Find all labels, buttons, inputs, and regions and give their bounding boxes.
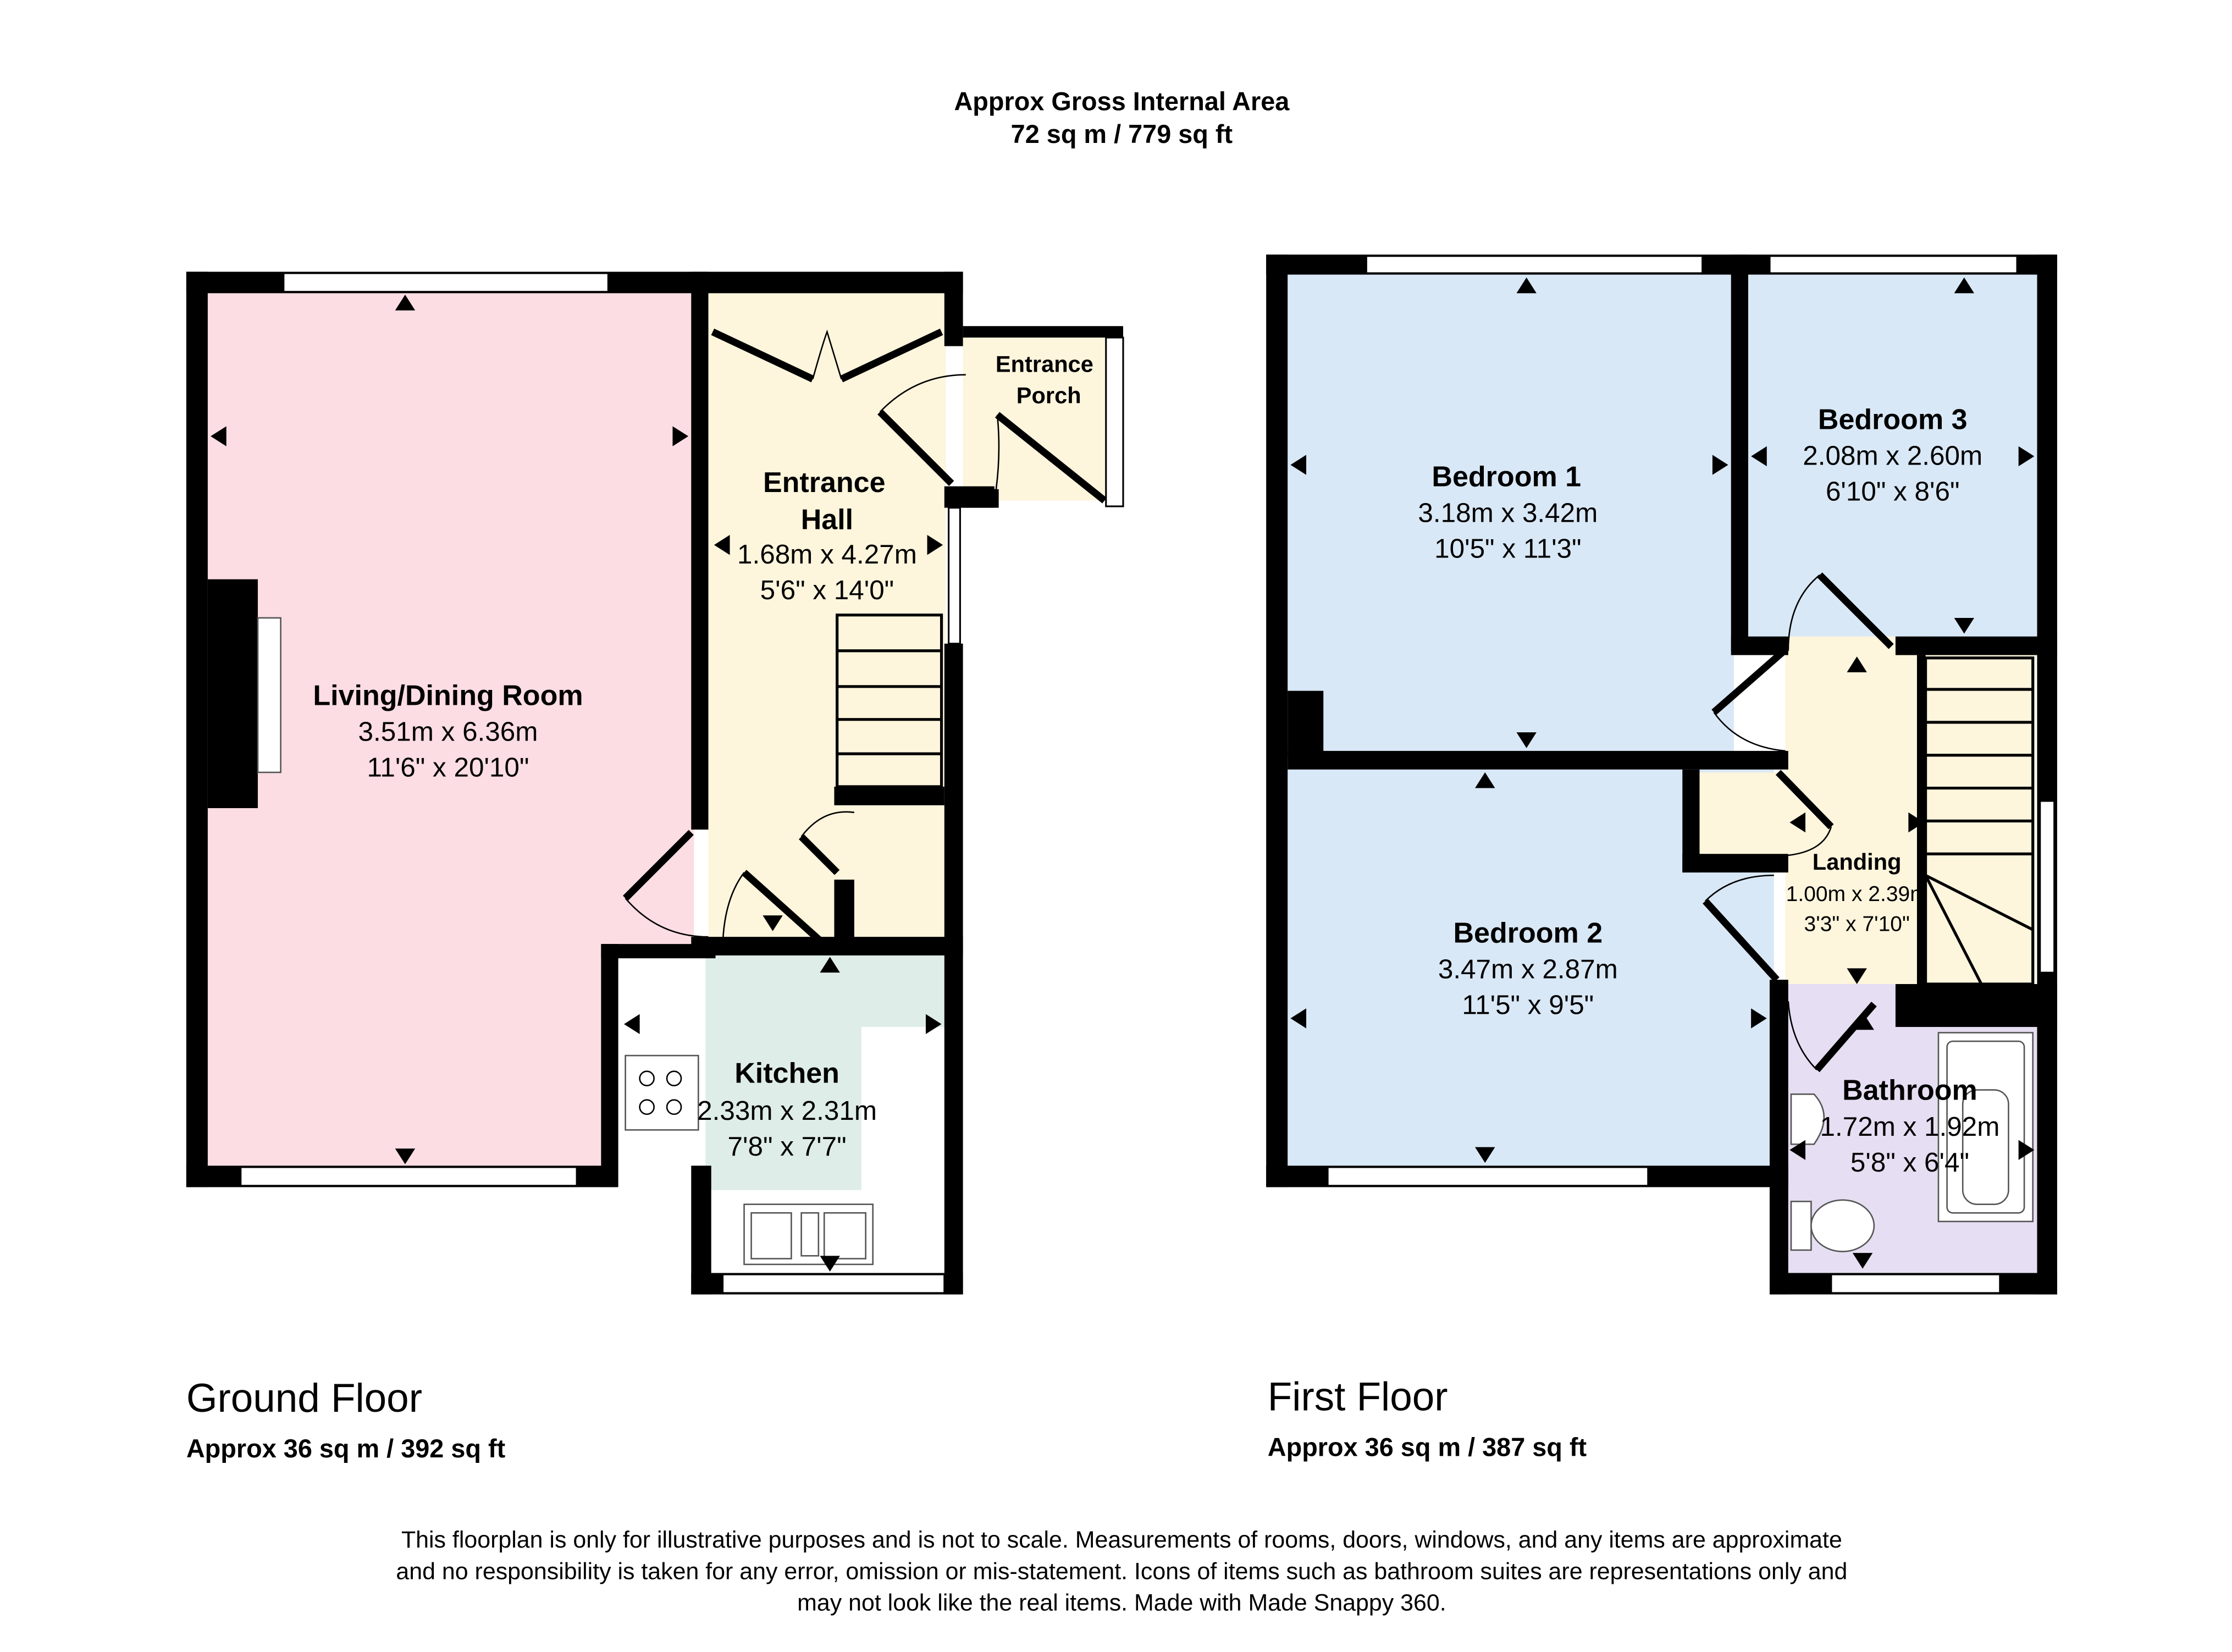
room-dims-metric: 1.00m x 2.39m bbox=[1786, 882, 1928, 906]
toilet-icon bbox=[1790, 1199, 1875, 1252]
room-dims-imperial: 3'3" x 7'10" bbox=[1804, 913, 1910, 936]
room-dims-metric: 1.68m x 4.27m bbox=[737, 539, 917, 570]
room-label-living-dining: Living/Dining Room bbox=[313, 680, 583, 712]
window bbox=[1105, 336, 1124, 507]
room-dims-imperial: 10'5" x 11'3" bbox=[1434, 534, 1581, 564]
window bbox=[240, 1166, 578, 1187]
window bbox=[721, 1273, 946, 1294]
ground-floor-plan: Living/Dining Room 3.51m x 6.36m 11'6" x… bbox=[186, 272, 1124, 1295]
fireplace-icon bbox=[257, 617, 281, 773]
room-dims-metric: 3.51m x 6.36m bbox=[358, 717, 538, 747]
room-entrance-hall bbox=[708, 293, 946, 954]
room-label-bedroom-3: Bedroom 3 bbox=[1818, 404, 1968, 436]
room-label-entrance-hall: Hall bbox=[801, 504, 853, 536]
room-dims-metric: 1.72m x 1.92m bbox=[1820, 1112, 2000, 1142]
dimension-arrow-icon bbox=[1290, 277, 2035, 1269]
window bbox=[2039, 800, 2056, 974]
room-dims-metric: 2.08m x 2.60m bbox=[1803, 441, 1982, 471]
chimney-breast bbox=[207, 579, 258, 808]
room-dims-imperial: 5'8" x 6'4" bbox=[1850, 1147, 1969, 1178]
room-entrance-porch bbox=[963, 331, 1109, 501]
room-dims-metric: 3.47m x 2.87m bbox=[1438, 954, 1618, 985]
disclaimer-line: and no responsibility is taken for any e… bbox=[396, 1558, 1847, 1584]
window bbox=[1830, 1273, 2001, 1294]
window bbox=[1327, 1166, 1649, 1187]
floor-label-ground: Ground Floor bbox=[186, 1376, 422, 1421]
room-label-landing: Landing bbox=[1813, 849, 1902, 875]
window bbox=[1365, 255, 1704, 274]
room-label-bedroom-2: Bedroom 2 bbox=[1453, 918, 1603, 949]
staircase bbox=[1924, 656, 2035, 986]
room-dims-imperial: 11'5" x 9'5" bbox=[1462, 990, 1594, 1020]
hob-icon bbox=[625, 1054, 699, 1131]
room-label-entrance-hall: Entrance bbox=[763, 467, 886, 499]
sink-icon bbox=[743, 1203, 874, 1266]
room-dims-metric: 3.18m x 3.42m bbox=[1418, 498, 1598, 528]
floor-area-ground: Approx 36 sq m / 392 sq ft bbox=[186, 1434, 506, 1463]
window bbox=[948, 507, 961, 645]
gross-area-title: Approx Gross Internal Area bbox=[954, 87, 1290, 115]
floor-label-first: First Floor bbox=[1268, 1374, 1448, 1419]
floor-area-first: Approx 36 sq m / 387 sq ft bbox=[1268, 1433, 1587, 1462]
disclaimer-line: may not look like the real items. Made w… bbox=[797, 1590, 1446, 1616]
doors bbox=[1703, 572, 1894, 1073]
doors bbox=[623, 328, 1107, 952]
window bbox=[283, 272, 609, 293]
dimension-arrow-icon bbox=[211, 294, 943, 1272]
room-dims-imperial: 11'6" x 20'10" bbox=[367, 753, 529, 783]
room-bedroom-3 bbox=[1748, 274, 2039, 639]
room-dims-imperial: 5'6" x 14'0" bbox=[760, 575, 894, 605]
room-dims-imperial: 7'8" x 7'7" bbox=[728, 1131, 847, 1162]
staircase bbox=[836, 614, 943, 788]
first-floor-plan: Bedroom 1 3.18m x 3.42m 10'5" x 11'3" Be… bbox=[1266, 255, 2057, 1295]
landing-cupboard bbox=[1699, 772, 1788, 855]
room-dims-metric: 2.33m x 2.31m bbox=[697, 1096, 877, 1126]
room-bedroom-1 bbox=[1288, 274, 1734, 754]
bathtub-icon bbox=[1937, 1032, 2034, 1223]
room-label-kitchen: Kitchen bbox=[734, 1058, 839, 1090]
gross-area-value: 72 sq m / 779 sq ft bbox=[1011, 120, 1233, 148]
washbasin-icon bbox=[1790, 1093, 1825, 1145]
room-label-entrance-porch: Porch bbox=[1016, 383, 1081, 408]
room-dims-imperial: 6'10" x 8'6" bbox=[1826, 477, 1960, 507]
room-label-bathroom: Bathroom bbox=[1842, 1075, 1977, 1107]
kitchen-floor bbox=[705, 955, 944, 1190]
room-label-entrance-porch: Entrance bbox=[996, 351, 1093, 377]
disclaimer-line: This floorplan is only for illustrative … bbox=[401, 1527, 1842, 1553]
room-landing bbox=[1785, 636, 1929, 987]
window bbox=[1769, 255, 2018, 274]
room-label-bedroom-1: Bedroom 1 bbox=[1432, 461, 1581, 493]
